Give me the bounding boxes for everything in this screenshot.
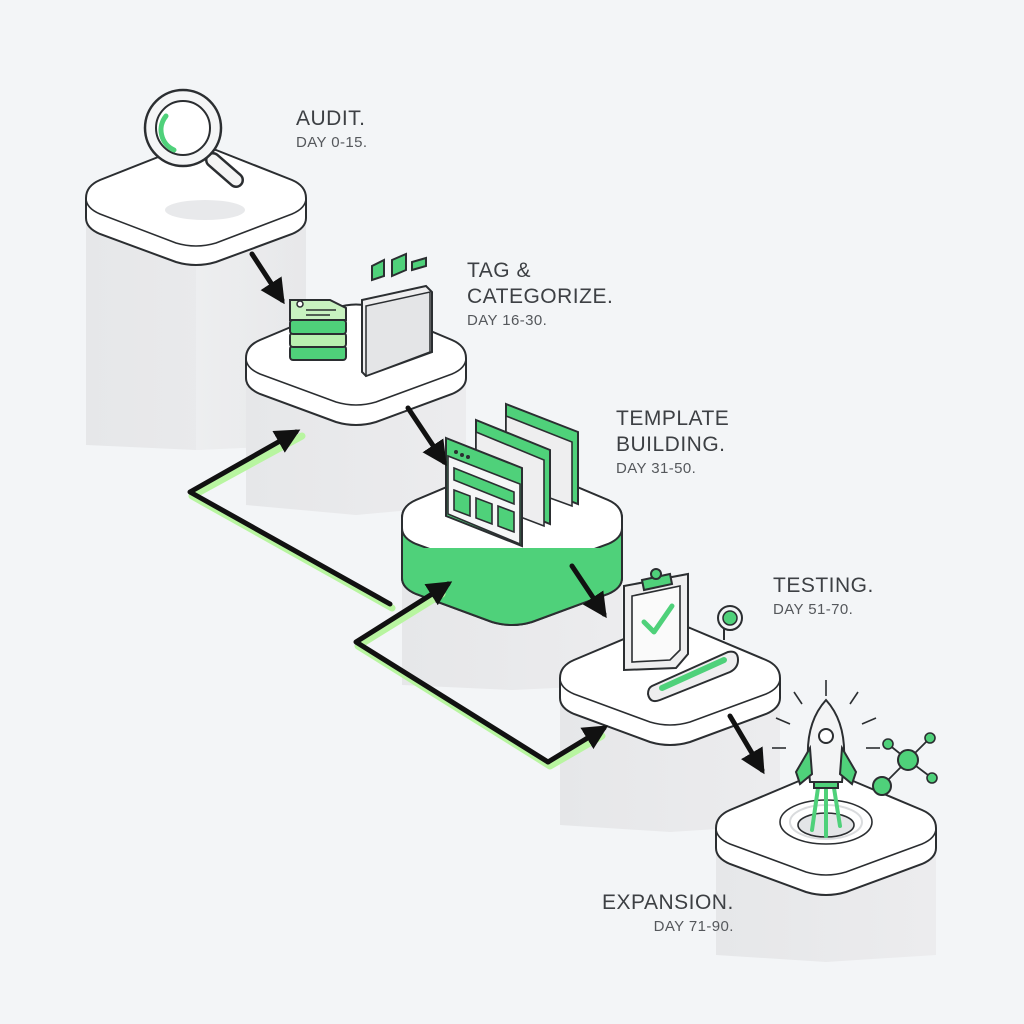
feedback-loop-outer [187, 429, 393, 607]
beta-toggle-icon [646, 605, 743, 703]
arrows [187, 251, 765, 775]
rocket-icon [772, 680, 880, 838]
step-expansion-days: DAY 71-90. [653, 918, 734, 935]
arrow-tag-to-template [405, 405, 447, 467]
step-testing-days: DAY 51-70. [773, 601, 854, 618]
step-tag-title-line2: CATEGORIZE. [467, 285, 614, 308]
step-template-days: DAY 31-50. [616, 460, 697, 477]
step-tag-days: DAY 16-30. [467, 312, 548, 329]
step-expansion-label: EXPANSION. DAY 71-90. [602, 890, 734, 937]
step-audit-days: DAY 0-15. [296, 134, 368, 151]
feedback-loop-return [545, 725, 609, 765]
tag-stack-icon [289, 299, 347, 361]
arrow-template-to-testing [569, 563, 607, 619]
feedback-loop-inner [353, 581, 551, 765]
template-windows-icon [445, 402, 579, 548]
arrow-audit-to-tag [249, 251, 285, 305]
arrow-testing-to-expansion [727, 713, 765, 775]
step-audit-title: AUDIT. [296, 107, 366, 130]
step-template-title-line1: TEMPLATE [616, 407, 730, 430]
step-tag-title-line1: TAG & [467, 259, 531, 282]
folder-tags-icon [361, 252, 433, 378]
step-template-label: TEMPLATE BUILDING. DAY 31-50. [616, 406, 729, 479]
step-testing-title: TESTING. [773, 574, 874, 597]
step-audit-label: AUDIT. DAY 0-15. [296, 106, 367, 153]
network-nodes-icon [872, 732, 938, 796]
clipboard-check-icon [623, 568, 689, 672]
step-testing-label: TESTING. DAY 51-70. [773, 573, 874, 620]
step-tag-label: TAG & CATEGORIZE. DAY 16-30. [467, 258, 613, 331]
magnifier-icon [143, 88, 244, 188]
step-template-title-line2: BUILDING. [616, 433, 726, 456]
step-expansion-title: EXPANSION. [602, 891, 734, 914]
